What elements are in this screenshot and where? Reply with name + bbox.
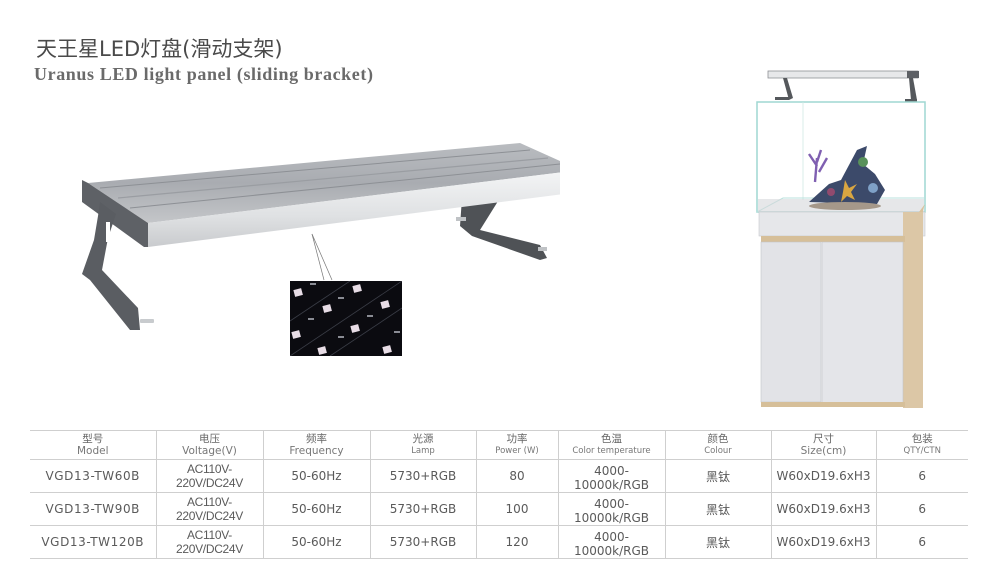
cell-size: W60xD19.6xH3 — [770, 525, 876, 559]
cell-power: 80 — [475, 459, 558, 493]
cell-model: VGD13-TW60B — [30, 459, 156, 493]
cell-voltage: AC110V-220V/DC24V — [155, 459, 263, 493]
table-row: VGD13-TW90B AC110V-220V/DC24V 50-60Hz 57… — [30, 492, 968, 526]
cell-colour: 黑钛 — [664, 492, 771, 526]
cell-model: VGD13-TW120B — [30, 525, 156, 559]
cell-frequency: 50-60Hz — [262, 492, 370, 526]
cell-color-temp: 4000-10000k/RGB — [557, 525, 665, 559]
led-closeup-image — [290, 281, 402, 356]
cell-lamp: 5730+RGB — [369, 459, 476, 493]
cell-qty: 6 — [875, 459, 968, 493]
cell-lamp: 5730+RGB — [369, 525, 476, 559]
cell-qty: 6 — [875, 492, 968, 526]
cell-frequency: 50-60Hz — [262, 459, 370, 493]
cell-frequency: 50-60Hz — [262, 525, 370, 559]
cell-power: 120 — [475, 525, 558, 559]
cell-color-temp: 4000-10000k/RGB — [557, 459, 665, 493]
cell-color-temp: 4000-10000k/RGB — [557, 492, 665, 526]
page-title-en: Uranus LED light panel (sliding bracket) — [34, 64, 374, 84]
cell-power: 100 — [475, 492, 558, 526]
light-panel-image — [60, 130, 584, 350]
cell-size: W60xD19.6xH3 — [770, 459, 876, 493]
cell-size: W60xD19.6xH3 — [770, 492, 876, 526]
cell-voltage: AC110V-220V/DC24V — [155, 525, 263, 559]
cell-model: VGD13-TW90B — [30, 492, 156, 526]
table-row: VGD13-TW120B AC110V-220V/DC24V 50-60Hz 5… — [30, 525, 968, 559]
cell-lamp: 5730+RGB — [369, 492, 476, 526]
cell-qty: 6 — [875, 525, 968, 559]
page-title-cn: 天王星LED灯盘(滑动支架) — [36, 37, 283, 61]
cell-voltage: AC110V-220V/DC24V — [155, 492, 263, 526]
table-row: VGD13-TW60B AC110V-220V/DC24V 50-60Hz 57… — [30, 459, 968, 493]
cell-colour: 黑钛 — [664, 459, 771, 493]
cell-colour: 黑钛 — [664, 525, 771, 559]
aquarium-cabinet-image — [745, 62, 935, 412]
